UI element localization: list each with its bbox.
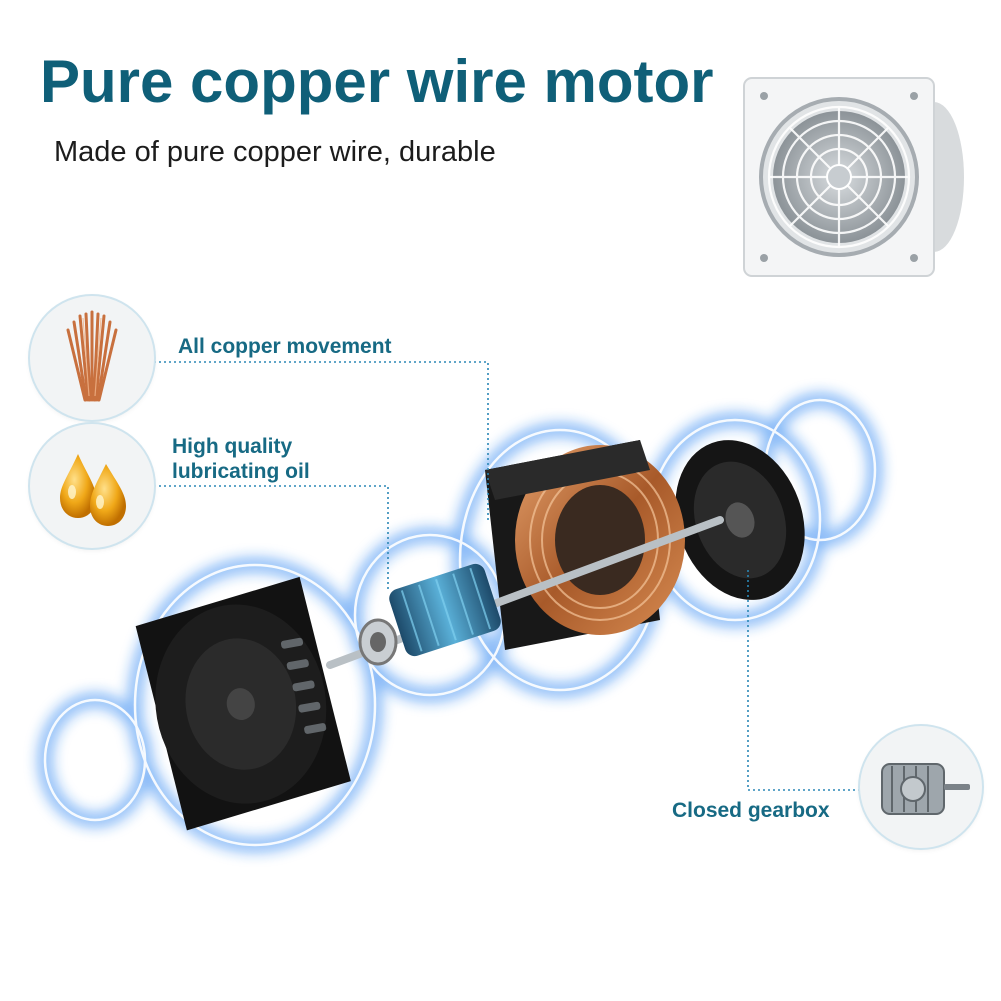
copper-wire-icon [30, 296, 154, 420]
callout-oil-line1: High quality [172, 435, 293, 458]
front-housing [135, 576, 351, 831]
leader-oil [154, 485, 389, 590]
callout-lubricating-oil: High quality lubricating oil [172, 434, 310, 484]
page-subtitle: Made of pure copper wire, durable [54, 136, 496, 168]
leader-copper [154, 361, 489, 520]
page-title: Pure copper wire motor [40, 48, 714, 115]
oil-drops-icon [30, 424, 154, 548]
exhaust-fan-icon [734, 72, 974, 282]
callout-copper-movement: All copper movement [178, 335, 392, 358]
leader-gearbox [747, 570, 860, 791]
rotor [389, 563, 501, 657]
callout-closed-gearbox: Closed gearbox [672, 799, 830, 822]
bearing [358, 618, 398, 666]
motor-gearbox-icon [860, 726, 982, 848]
callout-oil-line2: lubricating oil [172, 460, 310, 483]
stator-copper-windings [485, 440, 685, 650]
rear-housing [675, 440, 805, 600]
